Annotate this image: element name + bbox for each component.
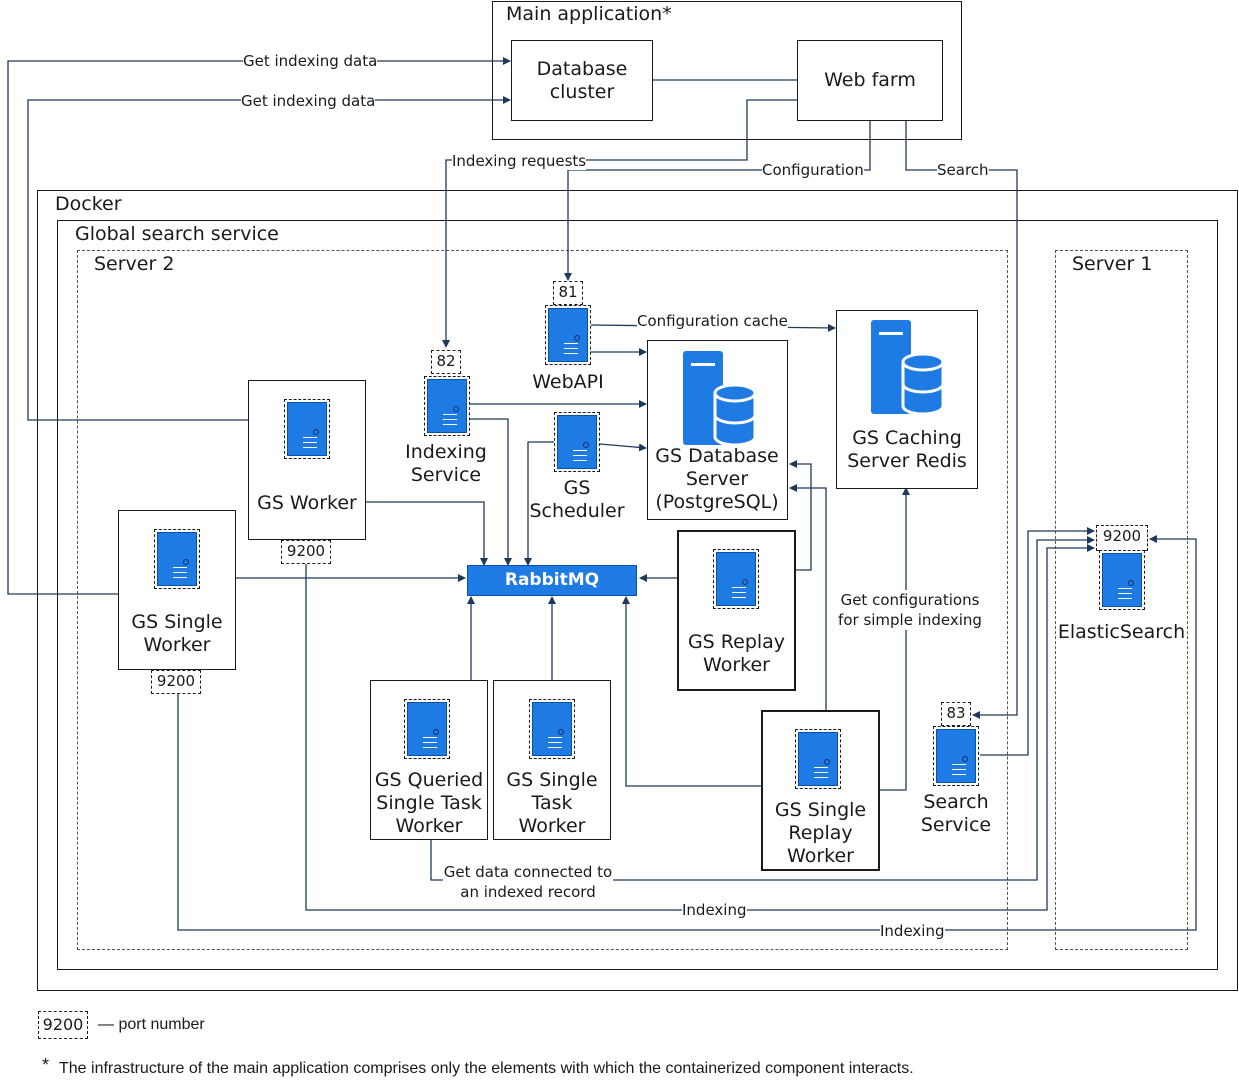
edge-indexing-requests	[442, 99, 797, 348]
search-service-label: Search Service	[920, 791, 992, 836]
gs-single-replay-worker-label: GS Single Replay Worker	[774, 799, 867, 867]
gs-caching-server-label: GS Caching Server Redis	[847, 427, 967, 472]
edge-label-get-indexing-data-2: Get indexing data	[241, 92, 376, 110]
footnote-star: *	[42, 1055, 50, 1075]
edge-get-data-connected	[430, 536, 1095, 881]
legend-port-sample: 9200	[38, 1011, 88, 1039]
edge-search-elastic	[980, 527, 1095, 756]
edge-indexing-rabbit	[470, 418, 512, 566]
edge-singlereplay-redis	[880, 487, 910, 791]
search-service-server-icon[interactable]	[933, 726, 979, 786]
webapi-server-icon[interactable]	[545, 305, 591, 365]
elasticsearch-label: ElasticSearch	[1057, 621, 1186, 643]
main-application-frame	[492, 1, 962, 140]
webapi-label: WebAPI	[532, 371, 604, 393]
edge-singlereplay-rabbit	[622, 596, 762, 787]
edge-label-get-indexing-data-1: Get indexing data	[243, 52, 378, 70]
rabbitmq-box[interactable]: RabbitMQ	[467, 565, 637, 596]
edge-configuration	[564, 121, 871, 281]
server2-frame	[77, 250, 1008, 950]
edge-scheduler-rabbit	[524, 441, 554, 566]
edge-scheduler-db	[599, 443, 647, 452]
gs-single-replay-worker-server-icon	[795, 729, 841, 789]
gs-single-worker-port: 9200	[151, 670, 201, 694]
elasticsearch-port: 9200	[1096, 525, 1148, 551]
database-cluster-box[interactable]	[511, 40, 653, 121]
edge-label-get-configurations: Get configurations for simple indexing	[836, 590, 984, 630]
server1-frame	[1055, 250, 1188, 950]
edge-replay-db	[789, 460, 812, 571]
gs-worker-server-icon	[284, 399, 330, 459]
webapi-port: 81	[553, 281, 583, 305]
gs-worker-label: GS Worker	[257, 492, 357, 514]
gs-single-worker-server-icon	[154, 529, 200, 589]
legend-port-text: — port number	[98, 1016, 205, 1033]
edge-label-configuration-cache: Configuration cache	[637, 312, 788, 330]
edge-label-indexing-2: Indexing	[880, 922, 945, 940]
main-application-title: Main application*	[506, 3, 672, 25]
server1-title: Server 1	[1072, 253, 1153, 275]
edge-indexing-1	[305, 544, 1095, 911]
database-cluster-label: Database cluster	[536, 58, 628, 103]
docker-title: Docker	[55, 193, 122, 215]
gs-worker-port: 9200	[281, 540, 331, 564]
gs-scheduler-label: GS Scheduler	[529, 477, 625, 522]
elasticsearch-server-icon[interactable]	[1099, 550, 1145, 610]
gs-single-worker-label: GS Single Worker	[131, 611, 223, 656]
server2-title: Server 2	[94, 253, 175, 275]
web-farm-label: Web farm	[824, 69, 916, 91]
gs-queried-single-task-worker-server-icon	[404, 699, 450, 759]
gs-replay-worker-box[interactable]	[677, 530, 796, 691]
gs-queried-single-task-worker-label: GS Queried Single Task Worker	[374, 769, 484, 837]
gs-scheduler-server-icon[interactable]	[554, 412, 600, 472]
indexing-service-server-icon[interactable]	[424, 376, 470, 436]
web-farm-box[interactable]	[797, 40, 943, 121]
search-service-port: 83	[941, 702, 971, 726]
global-search-service-title: Global search service	[75, 223, 279, 245]
database-icon	[683, 351, 757, 447]
indexing-service-port: 82	[431, 350, 461, 374]
docker-frame	[37, 190, 1238, 991]
footnote-text: The infrastructure of the main applicati…	[59, 1060, 914, 1077]
gs-single-task-worker-label: GS Single Task Worker	[506, 769, 598, 837]
gs-database-server-label: GS Database Server (PostgreSQL)	[655, 445, 779, 513]
edge-worker-rabbit	[366, 501, 488, 566]
edge-search	[905, 121, 1018, 719]
global-search-service-frame	[57, 220, 1218, 970]
gs-single-task-worker-server-icon	[529, 699, 575, 759]
edge-singlereplay-db	[789, 484, 827, 710]
edge-label-indexing-requests: Indexing requests	[452, 152, 587, 170]
edge-label-configuration: Configuration	[762, 161, 864, 179]
indexing-service-label: Indexing Service	[405, 441, 487, 486]
database-icon	[871, 320, 945, 416]
edge-indexing-2	[177, 535, 1197, 931]
edge-label-indexing-1: Indexing	[682, 901, 747, 919]
edge-label-search: Search	[937, 161, 989, 179]
edge-label-get-data-connected: Get data connected to an indexed record	[443, 862, 613, 902]
gs-replay-worker-label: GS Replay Worker	[687, 631, 786, 676]
gs-replay-worker-server-icon	[713, 549, 759, 609]
